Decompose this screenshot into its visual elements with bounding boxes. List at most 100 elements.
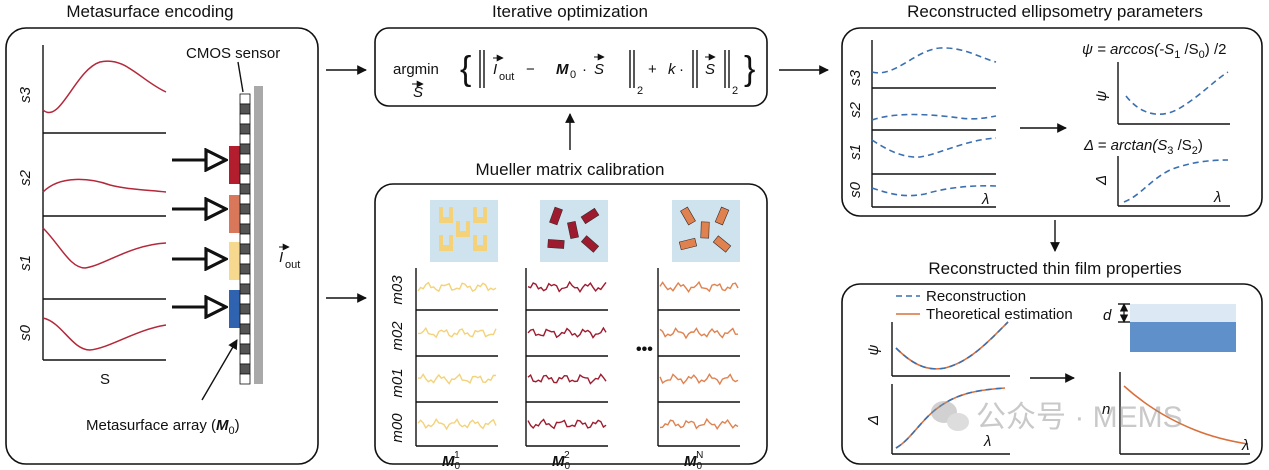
panel-ellipsometry: Reconstructed ellipsometry parameters s3… [841, 2, 1263, 217]
encoding-ylabel-s2: s2 [17, 169, 34, 186]
encoding-ylabel-s1: s1 [17, 255, 34, 271]
metasurface-filter-blue [229, 290, 240, 328]
metasurface-element [473, 207, 487, 223]
expr-iout-sub: out [499, 71, 514, 83]
cmos-pixel [239, 223, 251, 235]
thinfilm-title: Reconstructed thin film properties [928, 259, 1181, 278]
encoding-curve-s2 [42, 178, 167, 193]
cmos-pixel [239, 233, 251, 245]
cmos-pixel [239, 143, 251, 155]
calib-trace [659, 327, 738, 340]
cmos-pixel [239, 343, 251, 355]
tf-n-ylabel: n [1102, 401, 1110, 418]
expr-m0-sub: 0 [570, 69, 576, 81]
expr-iout: I [493, 61, 497, 78]
cmos-pixel [239, 183, 251, 195]
metasurface-element [549, 206, 563, 226]
calib-ylabel-m00: m00 [389, 413, 406, 443]
psi-plot-curve [1125, 71, 1229, 116]
array-pointer-arrow [201, 339, 238, 401]
ellip-ylabel-s2: s2 [847, 101, 864, 118]
ellip-curve-s1 [871, 137, 997, 158]
psi-equation: ψ = arccos(-S1 /S0) /2 [1082, 41, 1226, 61]
expr-plus: + [648, 61, 657, 78]
cmos-sensor-pointer [237, 61, 244, 93]
tf-n-xlabel: λ [1241, 437, 1249, 454]
metasurface-element [714, 206, 730, 226]
ellip-ylabel-s1: s1 [847, 144, 864, 160]
cmos-pixel [239, 303, 251, 315]
metasurface-element [580, 207, 600, 225]
expr-minus: − [526, 61, 535, 78]
metasurface-filter-red [229, 146, 240, 184]
calib-trace [659, 280, 739, 293]
encoding-curve-s3 [42, 60, 167, 114]
cmos-sensor-backplate [254, 86, 263, 384]
encoding-xlabel: S [100, 371, 110, 388]
cmos-pixel [239, 203, 251, 215]
expr-dot-1: · [582, 61, 587, 78]
encoding-curve-s1 [42, 227, 167, 269]
legend-theoretical-label: Theoretical estimation [926, 306, 1073, 323]
optimization-title: Iterative optimization [492, 2, 648, 21]
cmos-pixel [239, 163, 251, 175]
delta-plot-xlabel: λ [1213, 189, 1221, 206]
ellip-xlabel: λ [981, 191, 989, 208]
encoding-box [5, 27, 319, 465]
metasurface-filter-orange [229, 195, 240, 233]
expr-dot-2: · [679, 61, 684, 78]
cmos-pixel [239, 243, 251, 255]
cmos-pixel [239, 133, 251, 145]
metasurface-element [700, 221, 710, 239]
substrate-layer [1130, 322, 1236, 352]
calib-trace [527, 326, 607, 339]
argmin-operator: argmin [393, 61, 439, 78]
panel-iterative-optimization: Iterative optimization argmin S { I out … [374, 2, 768, 107]
cmos-pixel [239, 363, 251, 375]
delta-plot-curve [1123, 159, 1229, 203]
ellipsometry-box [841, 27, 1263, 217]
calib-trace [527, 280, 607, 294]
cmos-pixel [239, 173, 251, 185]
ellipsometry-title: Reconstructed ellipsometry parameters [907, 2, 1203, 21]
calib-matrix-label: M0N [684, 450, 703, 470]
tf-delta-reconstruction-curve [895, 387, 1006, 449]
legend-reconstruction-label: Reconstruction [926, 288, 1026, 305]
expr-s-2: S [705, 61, 715, 78]
cmos-pixel [239, 293, 251, 305]
cmos-pixel [239, 333, 251, 345]
cmos-pixel [239, 153, 251, 165]
watermark-text: 公众号 · MEMS [976, 401, 1183, 434]
cmos-pixel [239, 103, 251, 115]
wechat-icon [931, 401, 969, 431]
cmos-pixel [239, 113, 251, 125]
metasurface-filter-yellow [229, 242, 240, 280]
calibration-title: Mueller matrix calibration [476, 160, 665, 179]
cmos-pixel [239, 93, 251, 105]
cmos-pixel [239, 253, 251, 265]
panel-metasurface-encoding: Metasurface encoding s3 s2 s1 s0 S CMOS [5, 2, 319, 465]
cmos-pixel [239, 263, 251, 275]
ellip-curve-s3 [871, 47, 997, 74]
cmos-pixel [239, 353, 251, 365]
calib-trace [418, 326, 497, 339]
calib-ylabel-m03: m03 [389, 275, 406, 305]
cmos-pixel [239, 213, 251, 225]
argmin-sub: S [413, 84, 423, 101]
psi-plot-ylabel: ψ [1093, 90, 1110, 101]
ellip-curve-s2 [871, 113, 997, 121]
norm2-sub: 2 [732, 85, 738, 97]
expr-m0: M [556, 61, 569, 78]
norm1-sub: 2 [637, 85, 643, 97]
ellip-ylabel-s0: s0 [847, 181, 864, 198]
ellip-ylabel-s3: s3 [847, 69, 864, 86]
metasurface-element [678, 237, 698, 251]
tf-delta-xlabel: λ [983, 433, 991, 450]
tf-psi-reconstruction-curve [895, 321, 1009, 370]
optimization-box [374, 27, 768, 107]
tf-n-curve [1123, 385, 1249, 445]
tf-psi-ylabel: ψ [865, 344, 882, 355]
delta-plot-ylabel: Δ [1093, 175, 1110, 186]
